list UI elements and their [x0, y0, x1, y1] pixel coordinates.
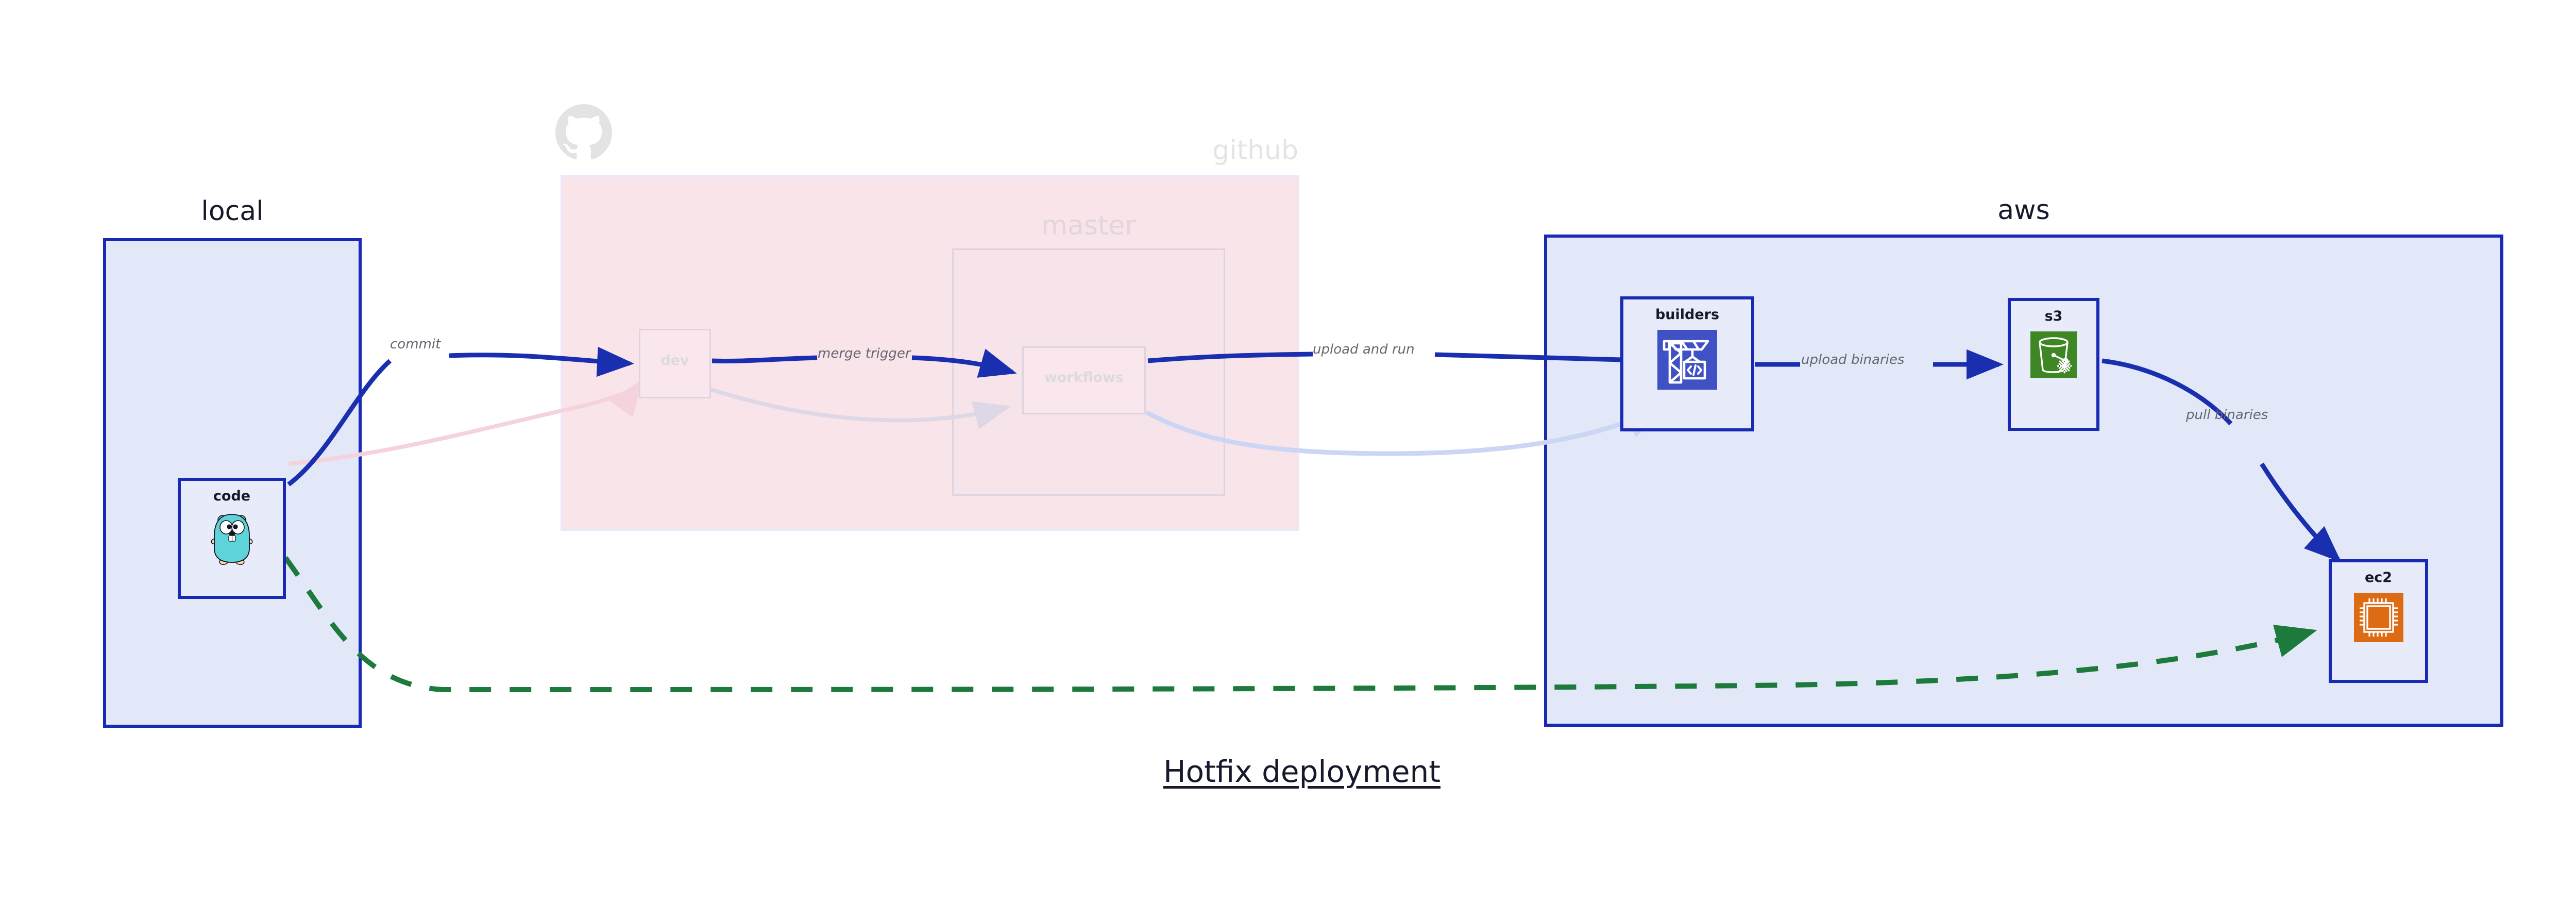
node-s3-label: s3 [2044, 308, 2063, 324]
group-aws-label: aws [1997, 195, 2050, 226]
edge-label-upload-and-run: upload and run [1313, 342, 1415, 357]
edge-label-merge-trigger: merge trigger [818, 346, 911, 361]
group-local-label: local [201, 196, 264, 227]
crane-code-icon [1657, 330, 1717, 392]
diagram-title: Hotfix deployment [1163, 754, 1441, 789]
edge-label-pull-binaries: pull binaries [2186, 407, 2268, 423]
edge-merge-trigger-b [911, 348, 1017, 378]
edge-commit-b [449, 346, 634, 377]
s3-bucket-icon [2030, 331, 2077, 380]
node-code[interactable]: code [178, 478, 286, 599]
ghost-edge-commit [288, 379, 643, 466]
edge-merge-trigger-a [711, 355, 818, 363]
edge-label-commit: commit [390, 337, 441, 352]
node-dev-label: dev [660, 353, 689, 369]
ghost-edge-merge-trigger [709, 387, 1011, 429]
ghost-edge-upload-and-run [1145, 405, 1668, 456]
edge-pull-binaries-b [2260, 462, 2342, 563]
group-github-label: github [1212, 135, 1298, 166]
edge-hotfix-direct [283, 556, 2317, 693]
node-code-label: code [213, 488, 251, 504]
edge-pull-binaries-a [2102, 358, 2233, 426]
node-dev[interactable]: dev [639, 329, 711, 398]
node-builders[interactable]: builders [1620, 296, 1754, 431]
node-ec2[interactable]: ec2 [2329, 559, 2428, 683]
node-ec2-label: ec2 [2364, 570, 2393, 586]
edge-label-upload-binaries: upload binaries [1801, 352, 1905, 368]
group-master-label: master [1041, 210, 1136, 241]
node-builders-label: builders [1655, 307, 1720, 323]
cpu-chip-icon [2353, 593, 2403, 644]
github-octocat-icon [555, 104, 612, 160]
edge-upload-and-run-a [1147, 352, 1313, 363]
go-gopher-icon [211, 511, 253, 568]
node-s3[interactable]: s3 [2008, 298, 2099, 431]
node-workflows-label: workflows [1044, 370, 1124, 386]
edge-commit-a [287, 359, 392, 487]
node-workflows[interactable]: workflows [1022, 346, 1146, 414]
